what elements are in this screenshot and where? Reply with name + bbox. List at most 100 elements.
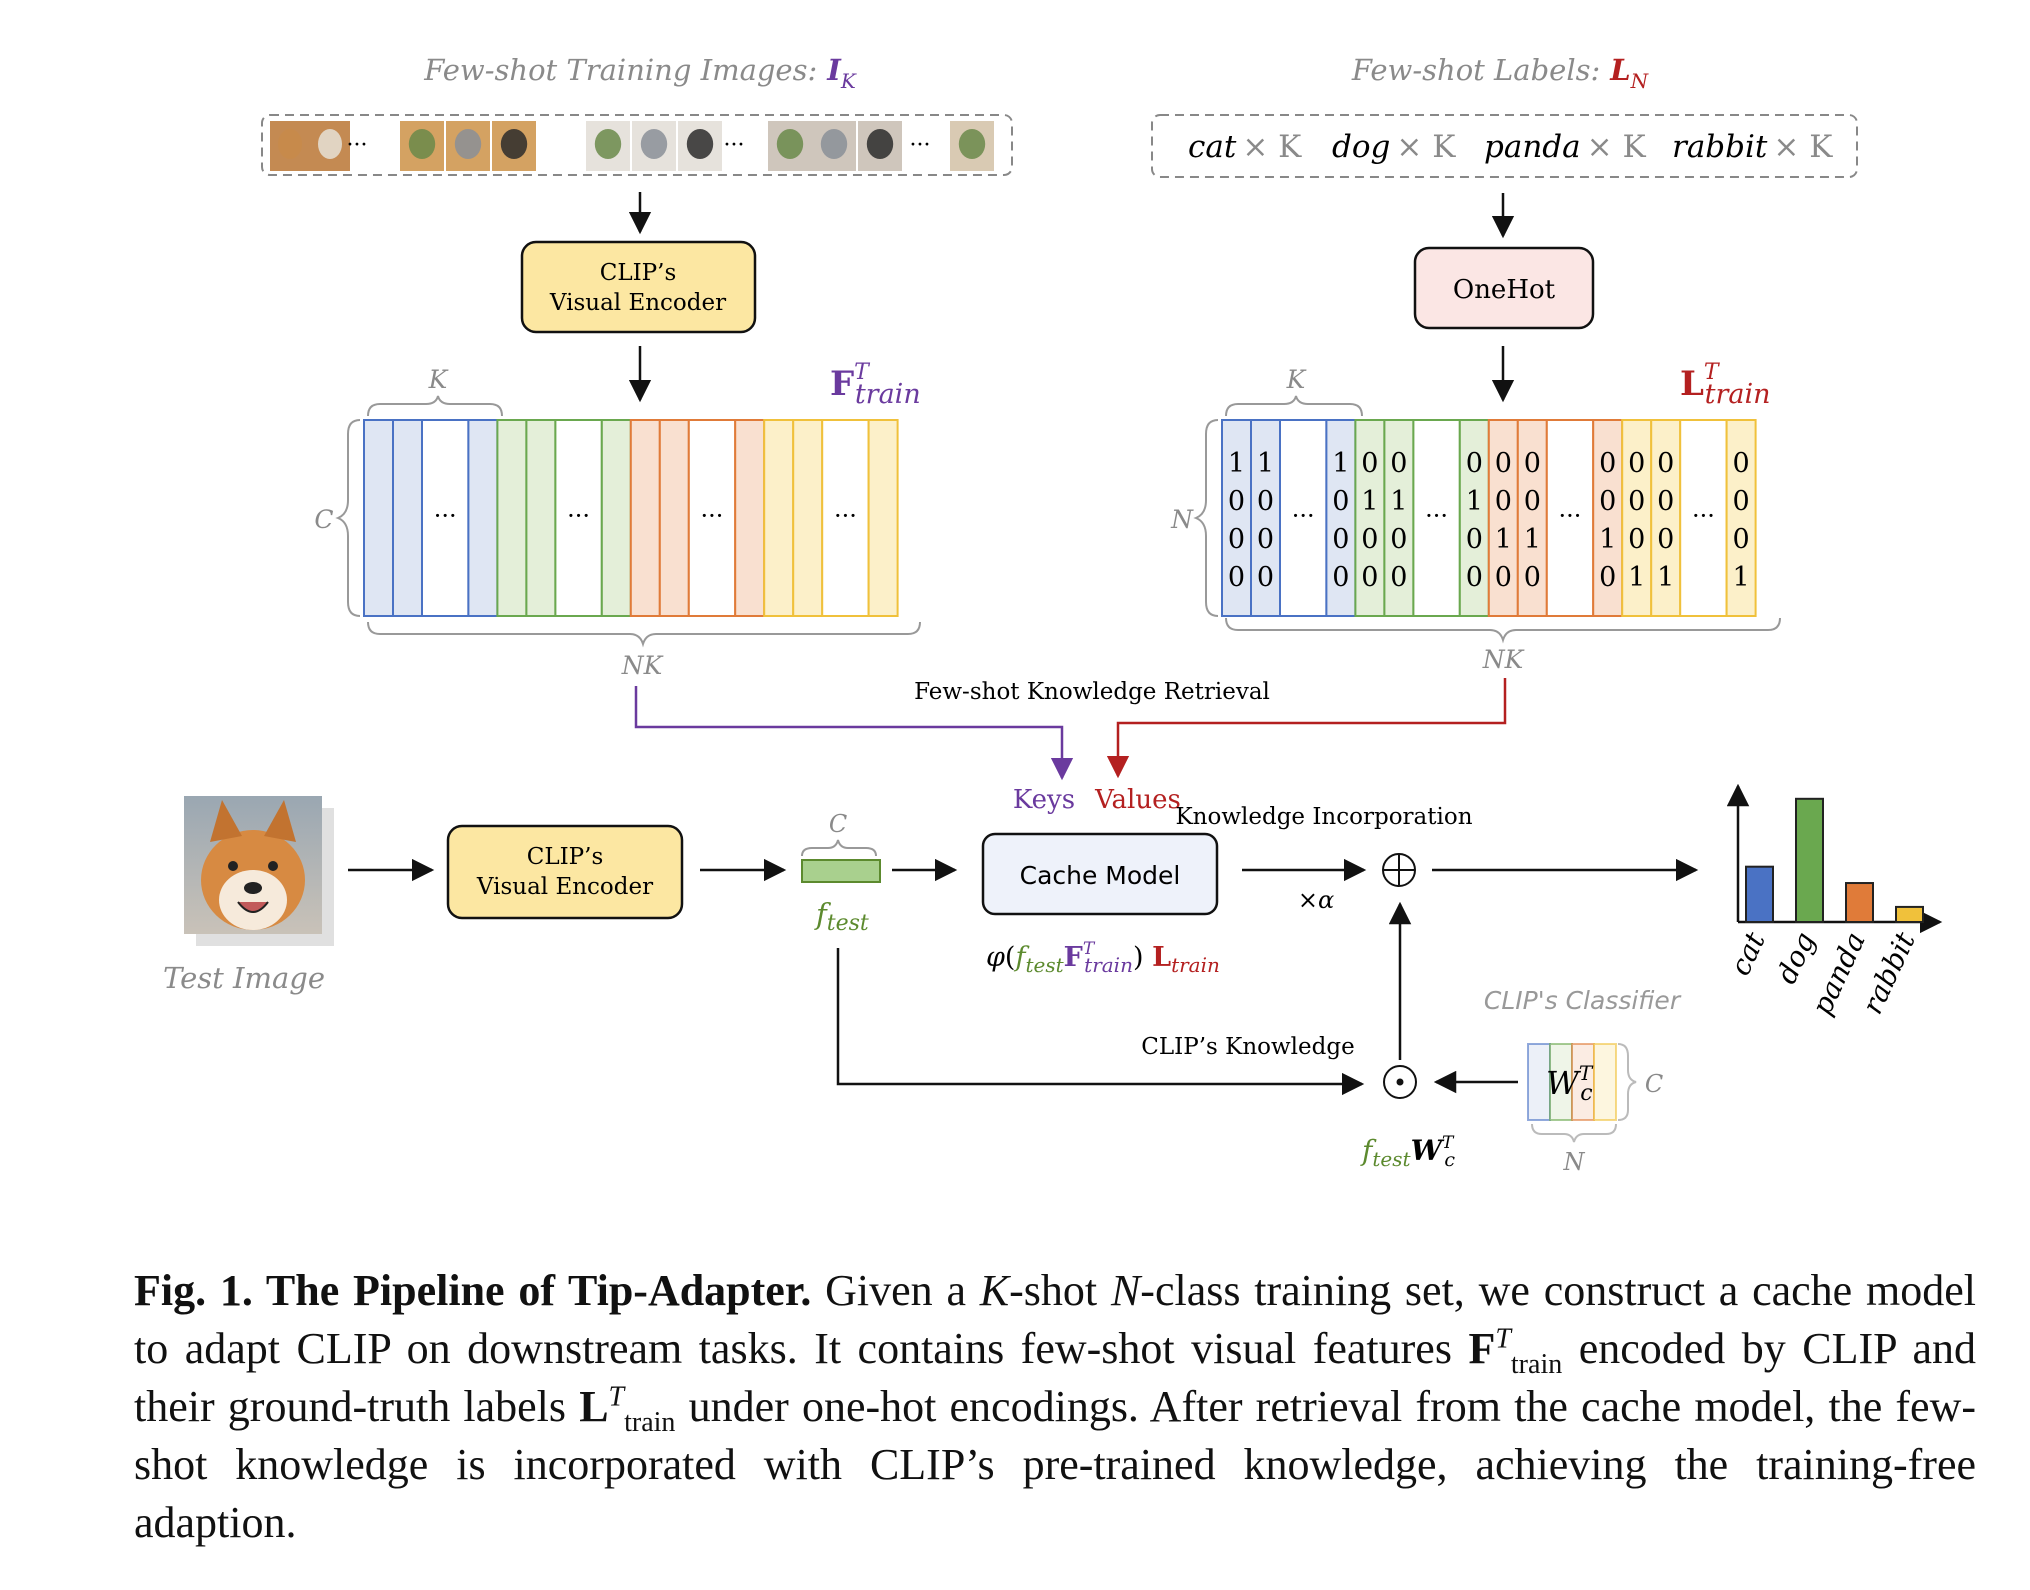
matrix-column: [629, 419, 661, 617]
thumbnail-subject: [318, 129, 342, 159]
caption-train-sub-2: train: [624, 1406, 676, 1438]
top-visual-encoder-box: CLIP’s Visual Encoder: [520, 240, 757, 334]
onehot-digit: 0: [1361, 524, 1378, 555]
onehot-digit: 0: [1332, 524, 1349, 555]
onehot-digit: 0: [1524, 486, 1541, 517]
onehot-digit: 1: [1390, 486, 1407, 517]
caption-l-symbol: L: [579, 1382, 609, 1431]
matrix-column: [1412, 419, 1461, 617]
onehot-digit: 0: [1361, 562, 1378, 593]
classifier-column: [1593, 1043, 1617, 1121]
thumb-ellipsis: ···: [910, 133, 931, 158]
onehot-digit: 1: [1332, 448, 1349, 479]
values-label: Values: [1094, 785, 1181, 815]
onehot-digit: 0: [1495, 562, 1512, 593]
classifier-title: CLIP's Classifier: [1484, 986, 1682, 1015]
matrix-ellipsis: ···: [834, 502, 857, 530]
caption-label: Fig. 1. The Pipeline of Tip-Adapter.: [134, 1266, 812, 1315]
onehot-digit: 0: [1228, 486, 1245, 517]
onehot-digit: 1: [1657, 562, 1674, 593]
label-nk-label: NK: [1482, 645, 1525, 674]
onehot-digit: 0: [1524, 562, 1541, 593]
label-item-cat: cat× K: [1188, 129, 1302, 165]
matrix-ellipsis: ···: [434, 502, 457, 530]
caption-train-sub-1: train: [1510, 1348, 1563, 1380]
thumbnail-subject: [820, 129, 848, 159]
onehot-digit: 0: [1599, 486, 1616, 517]
clip-knowledge-label: CLIP’s Knowledge: [1141, 1034, 1354, 1060]
bar-cat: [1745, 865, 1774, 924]
keys-label: Keys: [1013, 785, 1075, 815]
onehot-digit: 1: [1524, 524, 1541, 555]
matrix-column: [763, 419, 795, 617]
knowledge-incorporation-label: Knowledge Incorporation: [1175, 804, 1472, 830]
training-images-strip: [261, 114, 1013, 176]
caption-text-5: under one-hot encodings. After retrieval…: [134, 1382, 1977, 1547]
plus-node: [1382, 853, 1416, 887]
matrix-ellipsis: ···: [1425, 502, 1448, 530]
matrix-column: [1545, 419, 1595, 617]
caption-text-2: -shot: [1009, 1266, 1111, 1315]
labels-strip: [1151, 114, 1858, 178]
onehot-digit: 0: [1257, 524, 1274, 555]
matrix-ellipsis: ···: [1692, 502, 1715, 530]
feature-c-label: C: [314, 505, 333, 534]
label-n-brace: [1193, 419, 1219, 617]
onehot-digit: 1: [1257, 448, 1274, 479]
thumbnail-subject: [776, 129, 804, 159]
onehot-digit: 0: [1657, 524, 1674, 555]
label-nk-brace: [1225, 617, 1781, 644]
figure-caption: Fig. 1. The Pipeline of Tip-Adapter. Giv…: [134, 1262, 1976, 1552]
values-arrow: [1106, 678, 1507, 779]
label-item-panda: panda× K: [1484, 129, 1646, 165]
feature-k-brace: [367, 395, 503, 417]
onehot-digit: 0: [1495, 448, 1512, 479]
matrix-column: [1621, 419, 1653, 617]
onehot-digit: 0: [1390, 524, 1407, 555]
onehot-digit: 1: [1733, 562, 1750, 593]
onehot-digit: 1: [1628, 562, 1645, 593]
onehot-digit: 0: [1466, 524, 1483, 555]
onehot-digit: 0: [1257, 562, 1274, 593]
tick-label-dog: dog: [1770, 927, 1822, 989]
bar-rabbit: [1895, 905, 1924, 924]
knowledge-retrieval-label: Few-shot Knowledge Retrieval: [914, 679, 1270, 705]
caption-n: N: [1110, 1266, 1141, 1315]
thumbnail-subject: [454, 129, 482, 159]
onehot-digit: 0: [1390, 448, 1407, 479]
onehot-digit: 0: [1466, 562, 1483, 593]
label-item-dog: dog× K: [1332, 129, 1456, 165]
matrix-column: [421, 419, 470, 617]
thumbnail-subject: [500, 129, 528, 159]
alpha-label: ×α: [1298, 886, 1334, 914]
thumb-ellipsis: ···: [347, 133, 368, 158]
clip-knowledge-arrow: [836, 948, 1365, 1096]
label-n-label: N: [1170, 505, 1194, 534]
thumbnail-subject: [958, 129, 986, 159]
matrix-column: [1279, 419, 1328, 617]
thumbnail-subject: [866, 129, 894, 159]
classifier-c-brace: [1617, 1043, 1637, 1121]
onehot-digit: 0: [1390, 562, 1407, 593]
ftest-c-label: C: [829, 810, 847, 838]
classifier-n-brace: [1531, 1123, 1617, 1143]
ftest-c-brace: [801, 839, 877, 857]
svg-text:Visual Encoder: Visual Encoder: [476, 874, 653, 900]
matrix-ellipsis: ···: [1559, 502, 1582, 530]
onehot-digit: 0: [1628, 486, 1645, 517]
onehot-box: OneHot: [1413, 246, 1595, 330]
caption-t-sup-1: T: [1495, 1323, 1511, 1355]
onehot-digit: 0: [1228, 524, 1245, 555]
matrix-column: [600, 419, 632, 617]
svg-text:CLIP’s: CLIP’s: [527, 844, 604, 870]
onehot-digit: 0: [1599, 448, 1616, 479]
thumbnail-subject: [594, 129, 622, 159]
onehot-digit: 0: [1657, 486, 1674, 517]
matrix-ellipsis: ···: [567, 502, 590, 530]
feature-matrix: ············: [363, 419, 899, 617]
onehot-digit: 0: [1332, 486, 1349, 517]
